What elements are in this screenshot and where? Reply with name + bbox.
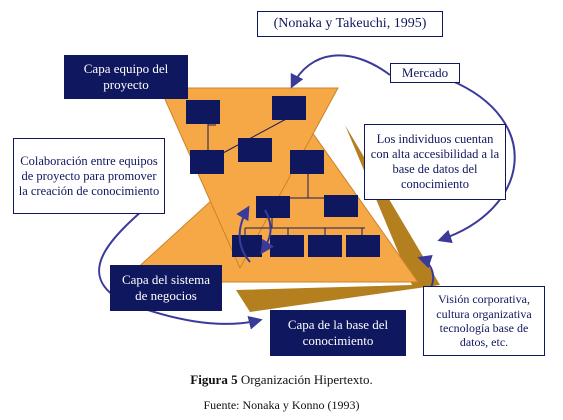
figure-title: Organización Hipertexto. (240, 372, 373, 387)
market-label: Mercado (390, 63, 460, 83)
org-box (290, 150, 324, 174)
knowledge-base-layer-shape (236, 125, 440, 312)
org-box (324, 195, 358, 217)
inter-layer-arrow-up (260, 209, 275, 255)
market-loop-arrow (290, 54, 391, 89)
figure-caption: Figura 5 Organización Hipertexto. (0, 372, 563, 388)
figure-number: Figura 5 (190, 372, 238, 387)
org-box (186, 100, 220, 124)
inter-layer-arrow-down (236, 205, 251, 263)
market-right-loop-arrow (437, 79, 516, 244)
org-box (272, 96, 306, 120)
knowledge-base-layer-label: Capa de la base del conocimiento (270, 310, 406, 356)
collaboration-note: Colaboración entre equipos de proyecto p… (13, 138, 165, 214)
org-box (232, 235, 262, 257)
org-box (270, 235, 304, 257)
project-team-layer-shape (159, 87, 339, 270)
org-box (190, 150, 224, 174)
figure-source: Fuente: Nonaka y Konno (1993) (203, 398, 360, 412)
project-team-layer-label: Capa equipo del proyecto (64, 55, 188, 99)
vision-note: Visión corporativa, cultura organizativa… (423, 286, 545, 356)
citation-label: (Nonaka y Takeuchi, 1995) (257, 11, 443, 37)
org-box (346, 235, 380, 257)
org-box (256, 196, 290, 218)
org-box (308, 235, 342, 257)
business-system-layer-label: Capa del sistema de negocios (110, 265, 222, 311)
individuals-note: Los individuos cuentan con alta accesibi… (364, 124, 506, 200)
org-box (238, 138, 272, 162)
org-chart-boxes (186, 96, 380, 257)
